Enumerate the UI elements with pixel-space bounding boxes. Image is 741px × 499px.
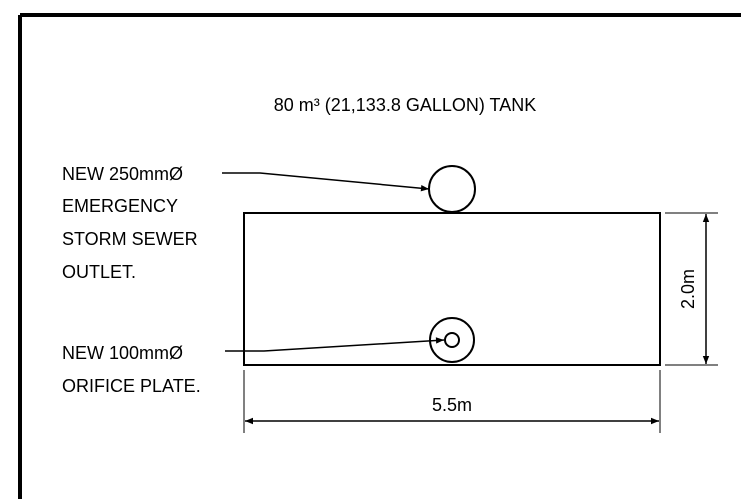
emergency-outlet-label-line-4: OUTLET. <box>62 262 136 282</box>
drawing-title: 80 m³ (21,133.8 GALLON) TANK <box>274 95 536 115</box>
height-dimension-label: 2.0m <box>678 269 698 309</box>
emergency-outlet-pipe <box>428 165 476 213</box>
orifice-plate-label-line-1: NEW 100mmØ <box>62 343 183 363</box>
emergency-outlet-label-line-3: STORM SEWER <box>62 229 198 249</box>
orifice-plate-leader <box>225 337 445 352</box>
orifice-plate-label-line-2: ORIFICE PLATE. <box>62 376 201 396</box>
emergency-outlet-leader <box>222 172 430 192</box>
orifice-plate-callout: NEW 100mmØ ORIFICE PLATE. <box>62 337 445 396</box>
emergency-outlet-label-line-2: EMERGENCY <box>62 196 178 216</box>
emergency-outlet-callout: NEW 250mmØ EMERGENCY STORM SEWER OUTLET. <box>62 164 430 282</box>
emergency-outlet-label-line-1: NEW 250mmØ <box>62 164 183 184</box>
width-dimension: 5.5m <box>243 370 661 433</box>
orifice-plate-opening <box>444 332 460 348</box>
height-dimension: 2.0m <box>665 212 718 366</box>
width-dimension-label: 5.5m <box>432 395 472 415</box>
